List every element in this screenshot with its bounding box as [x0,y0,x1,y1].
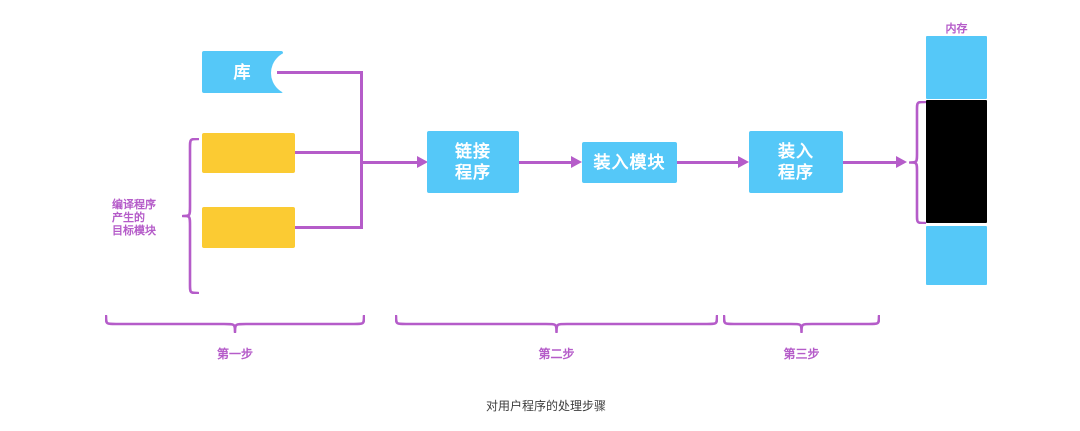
library-node: 库 [202,51,283,93]
annotation-line-3: 目标模块 [112,225,156,237]
connector-library [277,71,363,74]
memory-region-brace [909,101,926,224]
linker-label-line2: 程序 [455,163,491,182]
step2-brace [395,315,718,333]
connector-bus [360,71,363,229]
diagram-caption: 对用户程序的处理步骤 [485,399,606,413]
loader-label-line2: 程序 [778,163,814,182]
object-module-1 [202,133,295,173]
load-module-node: 装入模块 [582,142,677,183]
arrow-to-linker-line [362,161,417,164]
memory-segment-bottom [926,226,987,285]
compiler-output-annotation: 编译程序 产生的 目标模块 [112,199,192,238]
arrow-to-loader-head [738,156,749,168]
step3-brace [723,315,880,333]
step3-label: 第三步 [783,347,820,361]
linker-label-line1: 链接 [455,142,491,161]
step2-label: 第二步 [538,347,575,361]
loader-node: 装入 程序 [749,131,843,193]
arrow-to-memory-head [896,156,907,168]
annotation-line-2: 产生的 [112,212,145,224]
object-module-2 [202,207,295,248]
arrow-to-load-module-head [571,156,582,168]
memory-label: 内存 [945,23,968,35]
loader-label-line1: 装入 [778,142,814,161]
library-label: 库 [233,62,252,82]
step1-brace [105,315,365,333]
arrow-to-memory-line [843,161,896,164]
left-group-brace [182,138,199,294]
memory-segment-program [926,100,987,223]
step1-label: 第一步 [216,347,253,361]
memory-segment-top [926,36,987,99]
linker-node: 链接 程序 [427,131,519,193]
arrow-to-linker-head [417,156,428,168]
connector-module-1 [295,151,361,154]
arrow-to-load-module-line [519,161,572,164]
annotation-line-1: 编译程序 [112,199,156,211]
arrow-to-loader-line [677,161,738,164]
connector-module-2 [295,226,361,229]
load-module-label: 装入模块 [593,153,666,172]
